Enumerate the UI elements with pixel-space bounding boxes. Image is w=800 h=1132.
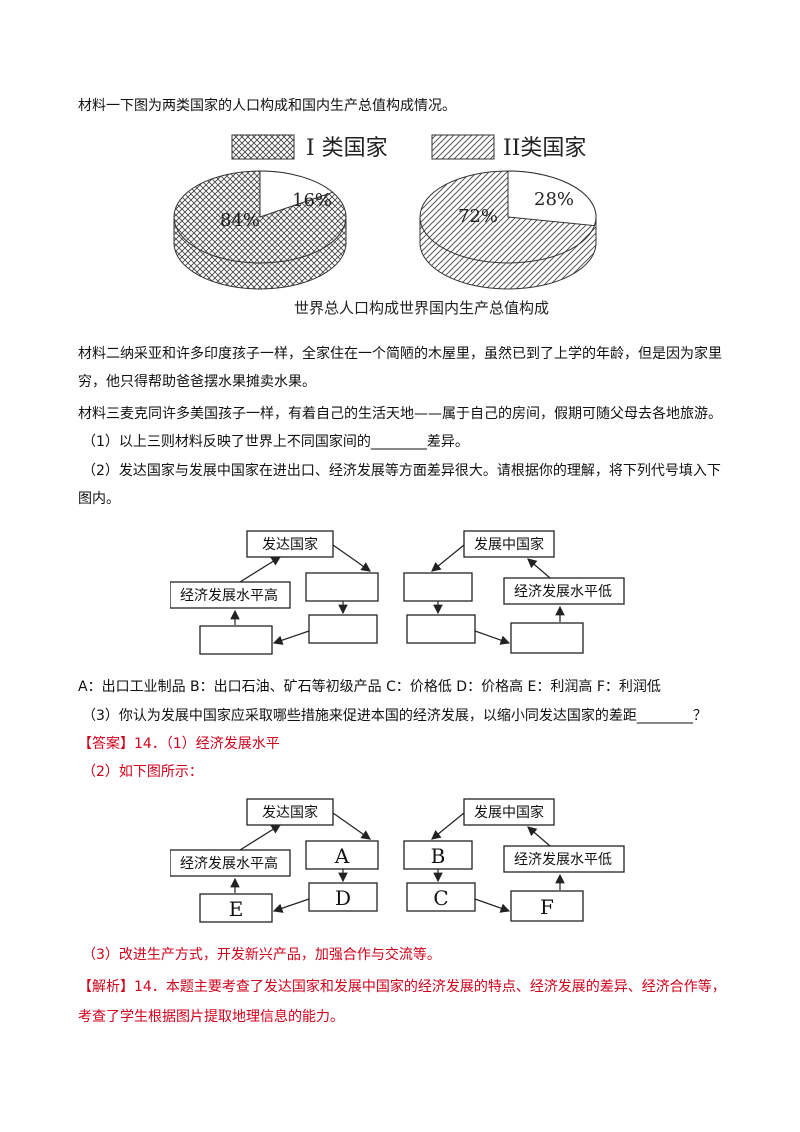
question-2-line-2: 图内。	[78, 491, 120, 507]
answer-2: （2）如下图所示：	[82, 764, 203, 780]
answer-box-c	[406, 882, 476, 912]
answer-letter-c: C	[433, 886, 448, 910]
box-blank-6	[510, 622, 584, 654]
box-blank-3	[199, 625, 273, 655]
answer-options: A：出口工业制品 B：出口石油、矿石等初级产品 C：价格低 D：价格高 E：利润…	[78, 679, 661, 695]
box-blank-1	[305, 572, 379, 602]
answer-letter-d: D	[335, 886, 351, 910]
label-high: 经济发展水平高	[180, 587, 278, 604]
question-flow-diagram: 发达国家 经济发展水平高 发展中国家 经济发展水平低	[170, 530, 625, 655]
answer-letter-a: A	[334, 844, 350, 868]
material-1-text: 材料一下图为两类国家的人口构成和国内生产总值构成情况。	[78, 98, 456, 114]
figure-caption: 世界总人口构成世界国内生产总值构成	[294, 299, 549, 317]
box-blank-4	[403, 572, 473, 602]
answer-label-low: 经济发展水平低	[514, 852, 612, 868]
pie-2-small-slice	[507, 170, 597, 227]
pie-2-small-label: 28%	[534, 189, 574, 210]
legend-swatch-class-1	[231, 134, 295, 160]
answer-3: （3）改进生产方式，开发新兴产品，加强合作与交流等。	[82, 947, 441, 963]
answer-flow-diagram: 发达国家 经济发展水平高 发展中国家 经济发展水平低 A D E B C F	[170, 798, 625, 923]
answer-1: 【答案】14．（1）经济发展水平	[78, 736, 280, 752]
population-gdp-figure: I 类国家 II类国家 84% 16% 72% 28% 世界总人口构成世界国内生…	[173, 134, 597, 317]
question-2-line-1: （2）发达国家与发展中国家在进出口、经济发展等方面差异很大。请根据你的理解，将下…	[82, 463, 721, 479]
box-high	[170, 581, 291, 609]
label-low: 经济发展水平低	[514, 584, 612, 600]
answer-box-developed	[246, 798, 334, 826]
answer-label-high: 经济发展水平高	[180, 855, 278, 872]
label-developed: 发达国家	[262, 536, 318, 553]
box-developing	[463, 530, 555, 558]
answer-letter-e: E	[229, 897, 244, 921]
legend-swatch-class-2	[431, 134, 495, 160]
legend-label-class-1: I 类国家	[306, 136, 388, 161]
box-blank-5	[406, 614, 476, 644]
analysis-line-1: 【解析】14．本题主要考查了发达国家和发展中国家的经济发展的特点、经济发展的差异…	[78, 979, 726, 995]
answer-box-b	[403, 840, 473, 870]
pie-2-big-label: 72%	[458, 206, 498, 227]
answer-box-low	[503, 845, 625, 873]
pie-1-big-label: 84%	[220, 210, 260, 231]
answer-box-a	[305, 840, 379, 870]
question-3: （3）你认为发展中国家应采取哪些措施来促进本国的经济发展，以缩小同发达国家的差距…	[82, 708, 707, 724]
pie-1-small-label: 16%	[292, 190, 332, 211]
label-developing: 发展中国家	[474, 536, 544, 553]
answer-box-developing	[463, 798, 555, 826]
box-developed	[246, 530, 334, 558]
answer-box-e	[199, 893, 273, 923]
legend-label-class-2: II类国家	[503, 136, 586, 161]
material-3-text: 材料三麦克同许多美国孩子一样，有着自己的生活天地——属于自己的房间，假期可随父母…	[78, 406, 722, 422]
material-2-line-1: 材料二纳采亚和许多印度孩子一样，全家住在一个简陋的木屋里，虽然已到了上学的年龄，…	[78, 346, 722, 362]
gdp-pie: 72% 28%	[419, 170, 597, 290]
answer-label-developing: 发展中国家	[474, 804, 544, 821]
answer-label-developed: 发达国家	[262, 804, 318, 821]
answer-box-high	[170, 849, 291, 877]
population-pie: 84% 16%	[173, 170, 347, 290]
box-blank-2	[308, 614, 378, 644]
answer-letter-b: B	[431, 844, 446, 868]
question-1: （1）以上三则材料反映了世界上不同国家间的________差异。	[82, 434, 469, 450]
analysis-line-2: 考查了学生根据图片提取地理信息的能力。	[78, 1009, 344, 1025]
answer-box-f	[510, 890, 584, 922]
answer-letter-f: F	[540, 895, 554, 919]
pie-1-small-slice	[259, 170, 334, 218]
answer-box-d	[308, 882, 378, 912]
box-low	[503, 577, 625, 605]
material-2-line-2: 穷，他只得帮助爸爸摆水果摊卖水果。	[78, 374, 316, 390]
